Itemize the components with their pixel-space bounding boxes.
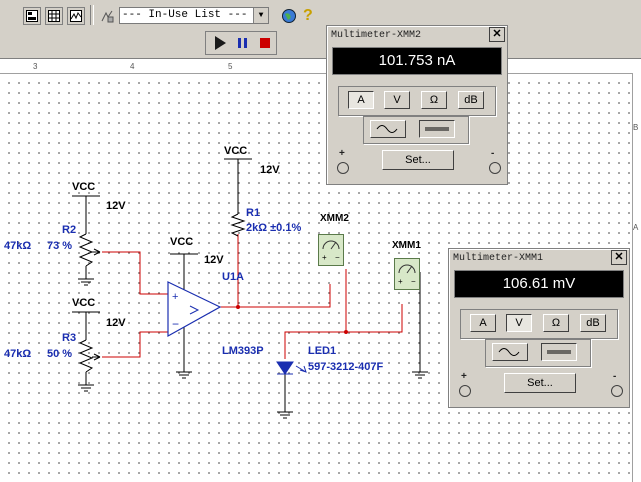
svg-text:+: + — [398, 277, 403, 286]
window-title[interactable]: Multimeter-XMM2 — [329, 28, 505, 44]
in-use-list-dropdown[interactable]: --- In-Use List --- ▼ — [119, 7, 269, 24]
r3-name: R3 — [62, 332, 77, 344]
chevron-down-icon[interactable]: ▼ — [253, 8, 268, 23]
toolbar: --- In-Use List --- ▼ ? — [0, 0, 641, 59]
supply-value: 12V — [106, 317, 126, 329]
multimeter-xmm2-window[interactable]: Multimeter-XMM2 ✕ 101.753 nA A V Ω dB Se… — [326, 25, 508, 185]
close-icon[interactable]: ✕ — [611, 250, 627, 265]
vruler-mark: A — [633, 223, 639, 232]
simulation-controls — [205, 31, 277, 55]
set-button[interactable]: Set... — [382, 150, 454, 170]
ac-sine-icon[interactable] — [370, 120, 406, 138]
svg-text:+: + — [322, 253, 327, 262]
signal-group — [363, 116, 469, 144]
pause-icon[interactable] — [235, 35, 251, 51]
minus-terminal-label: - — [613, 371, 617, 382]
xmm1-instrument-icon[interactable]: +− — [394, 258, 420, 290]
ruler-mark: 4 — [130, 62, 135, 71]
plus-terminal-icon[interactable] — [459, 385, 471, 397]
component-view-icon[interactable] — [23, 7, 41, 25]
multimeter-xmm1-window[interactable]: Multimeter-XMM1 ✕ 106.61 mV A V Ω dB Set… — [448, 248, 630, 408]
plus-terminal-icon[interactable] — [337, 162, 349, 174]
svg-text:+: + — [172, 291, 178, 303]
close-icon[interactable]: ✕ — [489, 27, 505, 42]
vcc-label: VCC — [224, 145, 248, 157]
r2-value: 47kΩ — [4, 240, 32, 252]
vertical-ruler: B A — [632, 73, 641, 482]
mode-v-button[interactable]: V — [384, 91, 410, 109]
stop-icon[interactable] — [257, 35, 273, 51]
supply-value: 12V — [260, 164, 280, 176]
r3-value: 47kΩ — [4, 348, 32, 360]
mode-ohm-button[interactable]: Ω — [543, 314, 569, 332]
mode-a-button[interactable]: A — [470, 314, 496, 332]
signal-group — [485, 339, 591, 367]
svg-text:−: − — [335, 253, 340, 262]
mode-db-button[interactable]: dB — [580, 314, 606, 332]
meter-display: 106.61 mV — [454, 270, 624, 298]
vcc-label: VCC — [72, 297, 96, 309]
mode-ohm-button[interactable]: Ω — [421, 91, 447, 109]
minus-terminal-icon[interactable] — [489, 162, 501, 174]
dc-line-icon[interactable] — [541, 343, 577, 361]
set-button[interactable]: Set... — [504, 373, 576, 393]
xmm2-label: XMM1 — [392, 240, 421, 251]
in-use-list-value: --- In-Use List --- — [122, 9, 248, 21]
u1-part: LM393P — [222, 345, 264, 357]
supply-value: 12V — [106, 200, 126, 212]
run-icon[interactable] — [212, 35, 228, 51]
vruler-mark: B — [633, 123, 639, 132]
mode-v-button[interactable]: V — [506, 314, 532, 332]
r2-name: R2 — [62, 224, 77, 236]
plus-terminal-label: + — [461, 371, 467, 382]
grid-icon[interactable] — [45, 7, 63, 25]
mode-a-button[interactable]: A — [348, 91, 374, 109]
horizontal-ruler: 3 4 5 6 — [0, 62, 641, 74]
svg-text:−: − — [411, 277, 416, 286]
schematic-wiring: + − — [72, 158, 428, 419]
place-instrument-icon[interactable] — [100, 9, 114, 23]
svg-text:−: − — [172, 317, 179, 331]
supply-value: 12V — [204, 254, 224, 266]
meter-display: 101.753 nA — [332, 47, 502, 75]
ac-sine-icon[interactable] — [492, 343, 528, 361]
mode-group: A V Ω dB — [338, 86, 496, 116]
minus-terminal-icon[interactable] — [611, 385, 623, 397]
question-help-icon[interactable]: ? — [303, 7, 313, 24]
mode-db-button[interactable]: dB — [458, 91, 484, 109]
vcc-label: VCC — [170, 236, 194, 248]
window-title[interactable]: Multimeter-XMM1 — [451, 251, 627, 267]
mode-group: A V Ω dB — [460, 309, 618, 339]
r1-value: 2kΩ ±0.1% — [246, 222, 302, 234]
r2-percent: 73 % — [47, 240, 73, 252]
ruler-mark: 5 — [228, 62, 233, 71]
xmm2-label: XMM2 — [320, 213, 349, 224]
minus-terminal-label: - — [491, 148, 495, 159]
xmm2-instrument-icon[interactable]: +− — [318, 234, 344, 266]
plus-terminal-label: + — [339, 148, 345, 159]
led-part: 597-3212-407F — [308, 361, 384, 373]
r3-percent: 50 % — [47, 348, 73, 360]
r1-name: R1 — [246, 207, 261, 219]
led-name: LED1 — [308, 345, 337, 357]
grapher-icon[interactable] — [67, 7, 85, 25]
dc-line-icon[interactable] — [419, 120, 455, 138]
vcc-label: VCC — [72, 181, 96, 193]
ruler-mark: 3 — [33, 62, 38, 71]
u1-name: U1A — [222, 271, 245, 283]
globe-help-icon[interactable] — [281, 8, 297, 24]
